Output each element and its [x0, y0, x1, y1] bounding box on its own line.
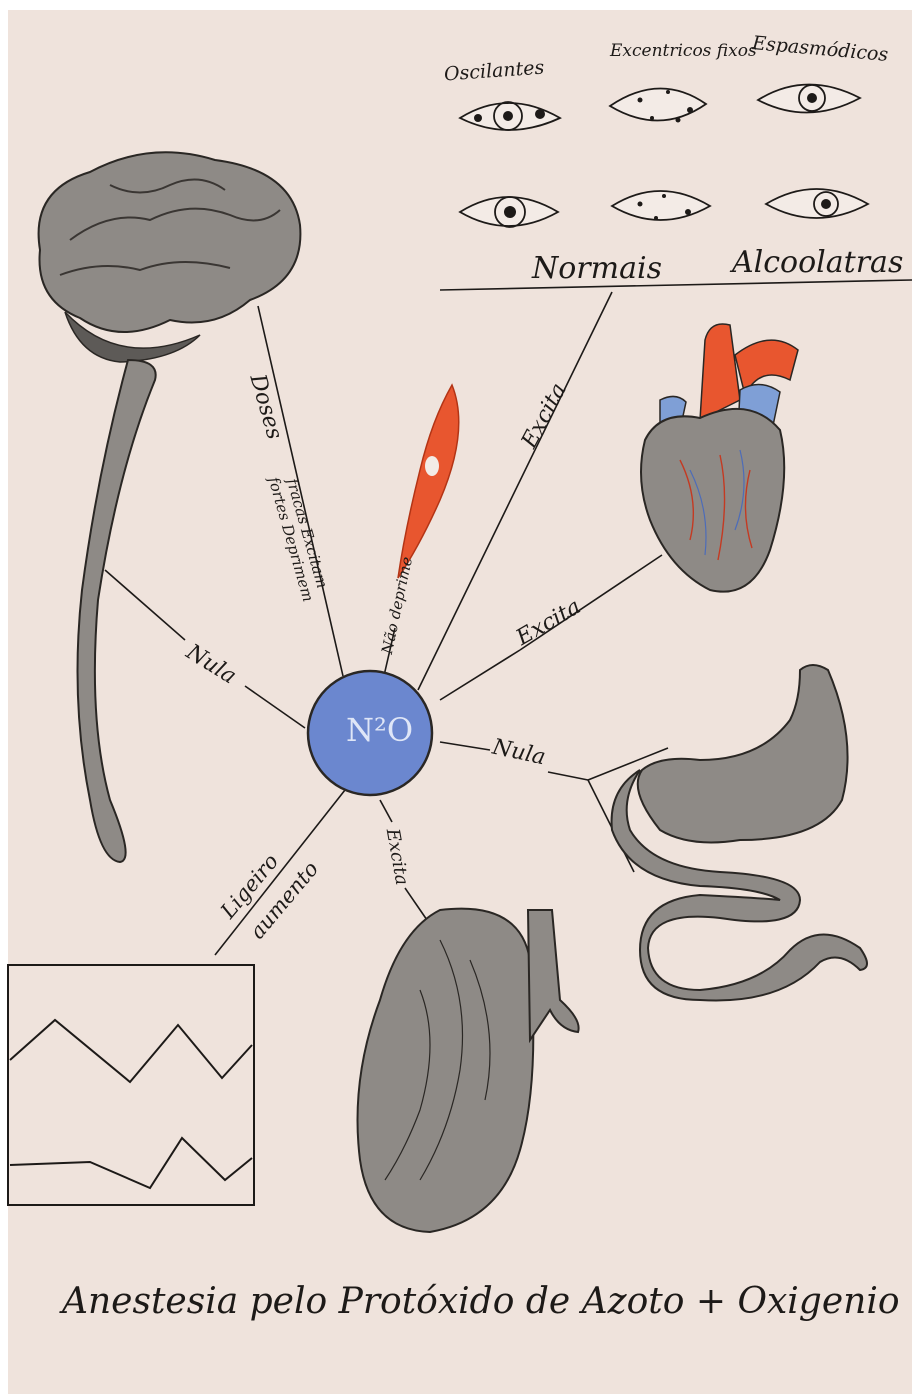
- eye-excentricos: [610, 88, 706, 122]
- eye-espasmodicos: [758, 84, 860, 112]
- eye-label-normais: Normais: [532, 254, 662, 284]
- eye-normais-2: [612, 191, 710, 220]
- eye-normais-1: [460, 197, 558, 227]
- pulse-chart: [8, 965, 254, 1205]
- pulse-line-upper: [10, 1020, 252, 1082]
- lung-illustration: [358, 909, 579, 1232]
- brain-illustration: [39, 152, 301, 862]
- connector-lines: [105, 280, 912, 955]
- heart-illustration: [641, 324, 798, 592]
- stomach-illustration: [612, 665, 867, 1001]
- eye-alcoolatras: [766, 189, 868, 218]
- eye-label-excentricos: Excentricos fixos: [610, 42, 760, 61]
- n2o-label: N²O: [346, 714, 413, 746]
- blood-cell-illustration: [398, 385, 459, 578]
- diagram-title: Anestesia pelo Protóxido de Azoto + Oxig…: [62, 1284, 900, 1320]
- eye-oscilantes: [460, 102, 560, 130]
- eye-label-alcoolatras: Alcoolatras: [732, 248, 903, 278]
- pulse-line-lower: [10, 1138, 252, 1188]
